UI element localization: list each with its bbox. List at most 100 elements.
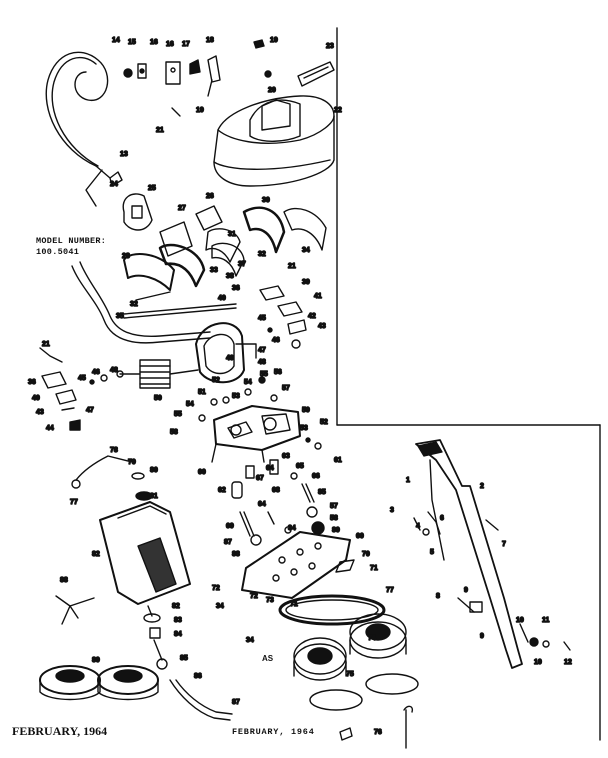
callout-78: 78 (110, 447, 118, 454)
callout-53b: 53 (300, 425, 308, 432)
callout-54: 54 (244, 379, 252, 386)
callout-33: 33 (210, 267, 218, 274)
callout-87b: 87 (232, 699, 240, 706)
callout-42: 42 (308, 313, 316, 320)
callout-11: 11 (542, 617, 550, 624)
callout-26: 26 (206, 193, 214, 200)
callout-8: 8 (436, 593, 440, 600)
callout-16b: 16 (166, 41, 174, 48)
callout-28: 28 (122, 253, 130, 260)
callout-5: 5 (430, 549, 434, 556)
callout-83: 83 (174, 617, 182, 624)
callout-54b: 54 (186, 401, 194, 408)
model-number-value: 100.5041 (36, 247, 80, 257)
callout-63: 63 (282, 453, 290, 460)
callout-58: 58 (170, 429, 178, 436)
callout-27: 27 (178, 205, 186, 212)
callout-68: 68 (272, 487, 280, 494)
callout-25: 25 (148, 185, 156, 192)
callout-51: 51 (198, 389, 206, 396)
callout-16: 16 (150, 39, 158, 46)
callout-21b: 21 (288, 263, 296, 270)
callout-23: 23 (326, 43, 334, 50)
callout-75: 75 (346, 671, 354, 678)
callout-32b: 32 (130, 301, 138, 308)
callout-71: 71 (370, 565, 378, 572)
callout-57b: 57 (330, 503, 338, 510)
callout-2: 2 (480, 483, 484, 490)
callout-55: 55 (260, 371, 268, 378)
callout-56: 56 (274, 369, 282, 376)
callout-6: 6 (440, 515, 444, 522)
callout-17: 17 (182, 41, 190, 48)
callout-52b: 52 (320, 419, 328, 426)
callout-15: 15 (128, 39, 136, 46)
section-label: AS (262, 654, 274, 663)
callout-41: 41 (314, 293, 322, 300)
accessory-parts (39, 595, 159, 701)
callout-88: 88 (232, 551, 240, 558)
callout-66: 66 (312, 473, 320, 480)
footer-date-right: FEBRUARY, 1964 (232, 727, 315, 737)
callout-77: 77 (386, 587, 394, 594)
gear-housing-part (198, 376, 322, 463)
callout-20: 20 (268, 87, 276, 94)
bottom-clip-part (339, 705, 414, 741)
callout-79: 79 (128, 459, 136, 466)
callout-40b: 40 (32, 395, 40, 402)
callout-19b: 19 (196, 107, 204, 114)
callout-38: 38 (226, 273, 234, 280)
callout-10b: 10 (534, 659, 542, 666)
callout-14: 14 (112, 37, 120, 44)
callout-73: 73 (266, 597, 274, 604)
model-number-heading: MODEL NUMBER: (36, 236, 107, 246)
callout-numbers: 14 15 16 16 17 18 19 23 20 19 21 22 13 2… (27, 36, 572, 736)
callout-47b: 47 (86, 407, 94, 414)
callout-48b: 48 (110, 367, 118, 374)
callout-50: 50 (154, 395, 162, 402)
callout-57: 57 (282, 385, 290, 392)
callout-36b: 36 (28, 379, 36, 386)
callout-19: 19 (270, 37, 278, 44)
callout-60: 60 (198, 469, 206, 476)
callout-67: 67 (256, 475, 264, 482)
callout-43: 43 (318, 323, 326, 330)
callout-1: 1 (406, 477, 410, 484)
callout-49: 49 (226, 355, 234, 362)
callout-58b: 58 (330, 515, 338, 522)
base-plate-part (241, 531, 355, 599)
callout-36: 36 (232, 285, 240, 292)
callout-55b: 55 (174, 411, 182, 418)
callout-35: 35 (116, 313, 124, 320)
callout-45: 45 (258, 315, 266, 322)
motor-hood-part (213, 95, 335, 187)
callout-34c: 34 (216, 603, 224, 610)
callout-62: 62 (218, 487, 226, 494)
callout-46b: 46 (92, 369, 100, 376)
callout-72b: 72 (250, 593, 258, 600)
callout-43b: 43 (36, 409, 44, 416)
frame-lines (336, 27, 601, 749)
handle-part (413, 439, 571, 669)
callout-34b: 34 (288, 525, 296, 532)
callout-47: 47 (258, 347, 266, 354)
callout-32: 32 (258, 251, 266, 258)
callout-64b: 64 (258, 501, 266, 508)
callout-31: 31 (228, 231, 236, 238)
plate-parts-upper (259, 285, 307, 349)
callout-34d: 34 (246, 637, 254, 644)
callout-88b: 88 (60, 577, 68, 584)
callout-86: 86 (194, 673, 202, 680)
callout-81: 81 (150, 493, 158, 500)
callout-21: 21 (156, 127, 164, 134)
callout-89: 89 (332, 527, 340, 534)
callout-82: 82 (92, 551, 100, 558)
callout-3: 3 (390, 507, 394, 514)
callout-72: 72 (212, 585, 220, 592)
callout-24: 24 (110, 181, 118, 188)
callout-10: 10 (516, 617, 524, 624)
callout-22: 22 (334, 107, 342, 114)
left-fitting-parts (39, 347, 81, 431)
